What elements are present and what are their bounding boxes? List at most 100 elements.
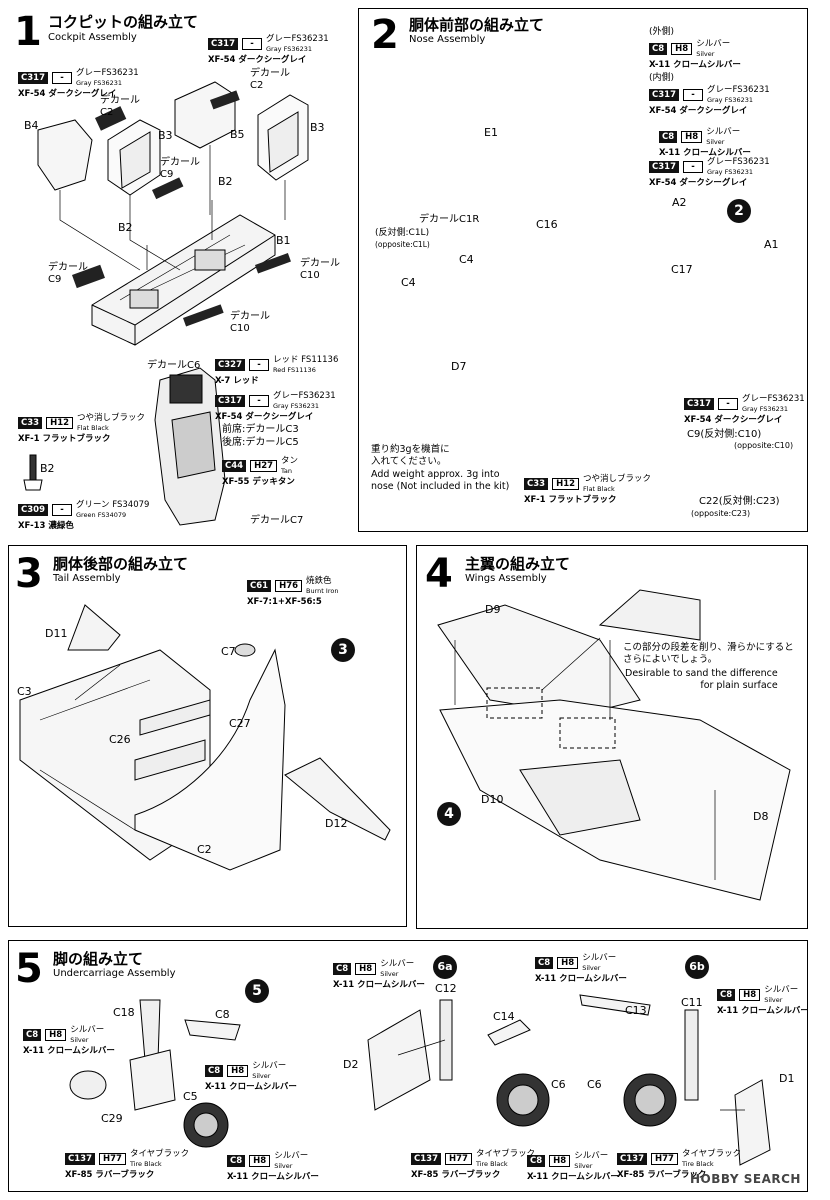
part-label: C8: [215, 1008, 230, 1021]
decal-label: デカール C10: [300, 258, 340, 281]
paint-jp: グレーFS36231: [265, 34, 329, 44]
paint-xf: XF-54 ダークシーグレイ: [208, 55, 307, 65]
paint-code: C137: [617, 1153, 647, 1165]
part-label: B2: [218, 175, 233, 188]
paint-xf: X-11 クロームシルバー: [205, 1082, 297, 1092]
paint-jp: シルバー: [764, 985, 799, 995]
part-label: D2: [343, 1058, 359, 1071]
paint-code: C317: [208, 38, 238, 50]
stick-b2-drawing: [23, 454, 43, 491]
paint-xf: XF-54 ダークシーグレイ: [215, 412, 314, 422]
part-label: D8: [753, 810, 769, 823]
part-label: D9: [485, 603, 501, 616]
weight-note-en: Add weight approx. 3g into nose (Not inc…: [371, 469, 510, 492]
paint-code: C8: [527, 1155, 546, 1167]
decal-opp-en: (opposite:C1L): [375, 240, 430, 249]
part-label: C27: [229, 717, 251, 730]
paint-code: C8: [23, 1029, 42, 1041]
paint-xf: X-11 クロームシルバー: [649, 60, 741, 70]
step-number: 1: [14, 9, 42, 55]
decal-opp-jp: (反対側:C1L): [375, 228, 430, 238]
decal-label: デカール C2: [250, 68, 290, 91]
nose-gear-6a-drawing: [367, 999, 550, 1127]
step-ref-badge: 3: [331, 638, 355, 662]
part-label: C7: [221, 645, 236, 658]
paint-h: H77: [650, 1153, 678, 1165]
paint-xf: X-11 クロームシルバー: [535, 974, 627, 984]
main-gear-left-drawing: [69, 999, 241, 1148]
paint-h: H77: [98, 1153, 126, 1165]
paint-h: H12: [552, 478, 580, 490]
step-title: 主翼の組み立て: [465, 555, 571, 573]
step-4-panel: 4 主翼の組み立て Wings Assembly D9 この部分の段差を削り、滑…: [416, 545, 808, 929]
paint-code: C44: [222, 460, 247, 472]
paint-xf: XF-54 ダークシーグレイ: [18, 89, 117, 99]
paint-xf: XF-54 ダークシーグレイ: [649, 106, 748, 116]
step-subtitle: Tail Assembly: [53, 573, 121, 584]
paint-jp: シルバー: [380, 959, 415, 969]
watermark: HOBBY SEARCH: [690, 1172, 801, 1186]
part-label: B5: [230, 128, 245, 141]
paint-h: -: [682, 161, 703, 173]
wing-detail-inset-drawing: [598, 589, 701, 641]
step-ref-badge: 6b: [685, 955, 709, 979]
part-label: B3: [310, 121, 325, 134]
part-label: D1: [779, 1072, 795, 1085]
part-label: E1: [484, 126, 498, 139]
step-title: コクピットの組み立て: [48, 13, 199, 31]
cockpit-tub-drawing: [91, 214, 276, 346]
paint-xf: XF-85 ラバーブラック: [411, 1170, 501, 1180]
step-5-panel: 5 脚の組み立て Undercarriage Assembly 5 6a 6b …: [8, 940, 808, 1192]
paint-en: Silver: [574, 1162, 593, 1170]
paint-h: -: [241, 38, 262, 50]
step-subtitle: Nose Assembly: [409, 34, 486, 45]
step-ref-badge: 4: [437, 802, 461, 826]
paint-h: H8: [681, 131, 703, 143]
part-label: C17: [671, 263, 693, 276]
paint-xf: XF-54 ダークシーグレイ: [649, 178, 748, 188]
seat-b3-right-drawing: [257, 94, 309, 181]
paint-code: C33: [18, 417, 43, 429]
paint-code: C327: [215, 359, 245, 371]
paint-en: Green FS34079: [75, 511, 127, 519]
paint-code: C8: [649, 43, 668, 55]
step-ref-badge: 2: [727, 199, 751, 223]
paint-code: C137: [65, 1153, 95, 1165]
paint-xf: XF-1 フラットブラック: [524, 495, 617, 505]
paint-xf: X-11 クロームシルバー: [717, 1006, 808, 1016]
part-label: C4: [401, 276, 416, 289]
rear-fuselage-drawing: [19, 643, 286, 871]
paint-jp: タイヤブラック: [475, 1149, 536, 1159]
paint-en: Silver: [706, 138, 725, 146]
paint-xf: X-11 クロームシルバー: [333, 980, 425, 990]
outer-label: (外側): [649, 27, 675, 37]
paint-jp: グリーン FS34079: [75, 500, 150, 510]
paint-jp: シルバー: [582, 953, 617, 963]
part-label: B4: [24, 119, 39, 132]
step-title: 胴体前部の組み立て: [409, 16, 545, 34]
paint-code: C8: [333, 963, 352, 975]
paint-jp: つや消しブラック: [583, 474, 652, 484]
step-number: 2: [371, 12, 399, 58]
part-label: B2: [40, 462, 55, 475]
paint-h: H8: [549, 1155, 571, 1167]
paint-en: Silver: [380, 970, 399, 978]
fin-d12-drawing: [284, 757, 391, 841]
part-opp-en: (opposite:C23): [691, 509, 751, 518]
decal-label: 後席:デカールC5: [222, 437, 299, 448]
paint-code: C317: [18, 72, 48, 84]
paint-xf: XF-85 ラバーブラック: [617, 1170, 707, 1180]
paint-xf: XF-54 ダークシーグレイ: [684, 415, 783, 425]
paint-code: C8: [227, 1155, 246, 1167]
paint-h: -: [248, 359, 269, 371]
paint-code: C8: [535, 957, 554, 969]
paint-h: H8: [671, 43, 693, 55]
